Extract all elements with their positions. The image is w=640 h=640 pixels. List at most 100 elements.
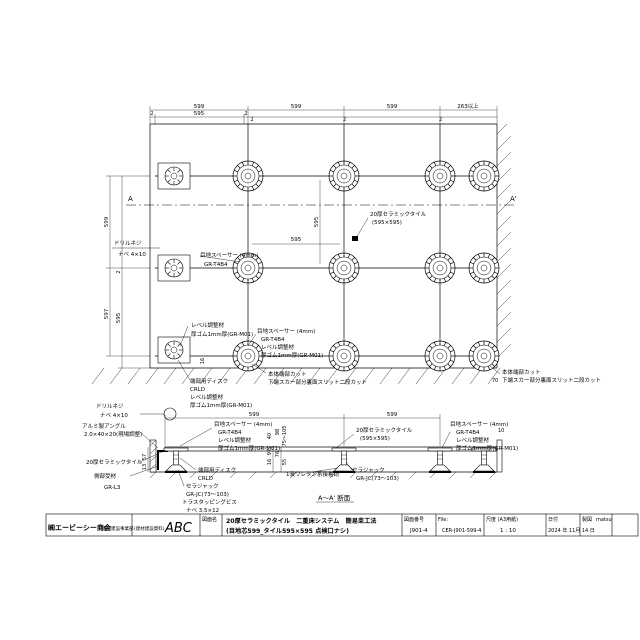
callout-section-left: GR-L3 xyxy=(104,485,121,491)
dim-top: 599 xyxy=(387,104,398,110)
callout-drill-screw: ドリルネジ xyxy=(114,240,142,247)
dim-top-small: 2 xyxy=(244,111,247,117)
left-dimensions xyxy=(106,175,150,369)
section-dim-top: 599 xyxy=(249,412,260,418)
company-dept: (建材建設資料) xyxy=(134,525,165,532)
drawing-name-label: 図面名 xyxy=(202,516,217,523)
callout-section-top: GR-T4B4 xyxy=(218,430,242,436)
callout-cut-skirt: 下端スカー部分裏面スリット二段カット xyxy=(268,378,367,386)
pedestal-disc xyxy=(424,160,456,192)
inner-dim-v: 595 xyxy=(314,216,320,227)
drafter-label: 製図 xyxy=(582,516,592,523)
callout-section-top: 目地スペーサー (4mm) xyxy=(450,420,508,428)
callout-section-top: 20厚セラミックタイル xyxy=(356,426,413,434)
section-dim-top: 599 xyxy=(387,412,398,418)
callout-section-top: GR-T4B4 xyxy=(456,430,480,436)
section-title: A～A' 断面 xyxy=(318,493,351,502)
callout-section-left: 20厚セラミックタイル xyxy=(86,458,143,466)
callout-section-center: セラジャック xyxy=(352,467,385,474)
dim-top-small: 2 xyxy=(250,117,253,123)
section-mark-a-prime: A' xyxy=(510,195,517,203)
edge-pedestal xyxy=(157,254,191,282)
edge-pedestal xyxy=(157,162,191,190)
callout-spacer: GR-T4B4 xyxy=(204,262,228,268)
aluminium-angle xyxy=(157,450,168,470)
drawing-name-line2: (目地芯599_タイル595×595 点検口ナシ) xyxy=(226,527,349,535)
callout-spacer: 目地スペーサー (4mm) xyxy=(200,251,258,259)
gap-label: 2 xyxy=(439,117,442,123)
drafter-name: matsu xyxy=(596,517,612,523)
dim-top: 263以上 xyxy=(457,102,479,110)
height-dim: 76 xyxy=(275,451,281,457)
company-sub: 建材建設事業部 xyxy=(102,525,134,532)
tile-label: 20厚セラミックタイル xyxy=(370,210,427,218)
callout-spacer-b: 目地スペーサー (4mm) xyxy=(257,327,315,335)
callout-spacer-b: 厚ゴム1mm厚(GR-M01) xyxy=(261,351,323,359)
pedestal-disc xyxy=(232,160,264,192)
company-name: ㈱エービーシー商会 xyxy=(48,523,112,532)
callout-section-center: CRLD xyxy=(198,476,213,482)
section-view: 599 599 10 xyxy=(82,403,518,514)
callout-section-top: レベル調整材 xyxy=(456,436,490,444)
pedestal-disc xyxy=(328,160,360,192)
dim-left: 599 xyxy=(104,216,110,227)
level-range: 75～105 xyxy=(282,426,288,447)
pedestal-disc xyxy=(468,252,500,284)
callout-section-center: GR-JC(73～103) xyxy=(356,476,399,482)
callout-level: 厚ゴム1mm厚(GR-M01) xyxy=(191,330,253,338)
tile-label: (595×595) xyxy=(372,220,402,226)
callout-section-top: レベル調整材 xyxy=(218,436,252,444)
callout-section-left: アルミ製アングル xyxy=(82,422,126,430)
pedestal-disc xyxy=(468,160,500,192)
date-label: 日付 xyxy=(548,516,558,523)
dim-top: 599 xyxy=(291,104,302,110)
callout-section-center: トラスタッピングビス xyxy=(182,498,237,506)
callout-cut-body-right: 本体端部カット xyxy=(502,368,541,376)
pedestal-disc xyxy=(328,340,360,372)
pedestal-disc xyxy=(424,340,456,372)
inner-dim-h: 595 xyxy=(291,237,302,243)
dim-right-small: 70 xyxy=(492,378,498,384)
height-dim: 13 xyxy=(142,464,148,470)
dim-left: 595 xyxy=(116,312,122,323)
date-value: 2024 年 11月 14 日 xyxy=(548,527,595,534)
dim-left: 2 xyxy=(116,270,122,273)
callout-cut-body: 本体端部カット xyxy=(268,370,307,378)
top-dimensions xyxy=(149,106,498,124)
callout-level: レベル調整材 xyxy=(191,321,225,329)
section-mark-a: A xyxy=(128,195,133,203)
dim-left: 16 xyxy=(200,358,206,364)
pedestal-disc xyxy=(328,252,360,284)
callout-level-b: レベル調整材 xyxy=(190,393,224,401)
height-dim: 57 xyxy=(142,454,148,460)
dim-top-small: 2 xyxy=(150,111,153,117)
height-dim: 55 xyxy=(282,459,288,465)
callout-spacer-b: レベル調整材 xyxy=(261,343,295,351)
dim-top-small: 595 xyxy=(194,111,205,117)
file-label: File: xyxy=(438,517,448,523)
file-name: CER-J901-599-4 xyxy=(442,528,481,534)
callout-disc: 端部用ディスク xyxy=(190,377,228,385)
callout-drill-screw: ナベ 4×10 xyxy=(118,251,146,258)
height-dim: 97 xyxy=(267,449,273,455)
plan-view: A A' 599 599 599 263以上 2 595 2 2 2 2 xyxy=(91,102,601,409)
callout-section-left: ナベ 4×10 xyxy=(100,412,128,419)
leader-dot xyxy=(352,236,358,241)
drawing-no: J901-4 xyxy=(409,528,428,534)
scale-value: 1 : 10 xyxy=(500,528,516,534)
edge-pedestal xyxy=(157,336,191,364)
callout-section-top: 厚ゴム1mm厚(GR-M01) xyxy=(218,444,280,452)
callout-section-top: 厚ゴム1mm厚(GR-M01) xyxy=(456,444,518,452)
right-wall-hatch xyxy=(496,123,512,368)
company-logo: ABC xyxy=(164,521,193,536)
pedestal-disc xyxy=(424,252,456,284)
callout-section-center: GR-JC(73～103) xyxy=(186,492,229,498)
callout-section-center: 端部用ディスク xyxy=(198,466,236,474)
dim-left: 597 xyxy=(104,308,110,319)
callout-spacer-b: GR-T4B4 xyxy=(261,337,285,343)
section-dim-right: 10 xyxy=(498,428,504,434)
scale-label: 尺度 (A3用紙) xyxy=(486,516,518,523)
height-dim: 16 xyxy=(267,459,273,465)
callout-section-center: ナベ 3.5×12 xyxy=(186,507,219,514)
